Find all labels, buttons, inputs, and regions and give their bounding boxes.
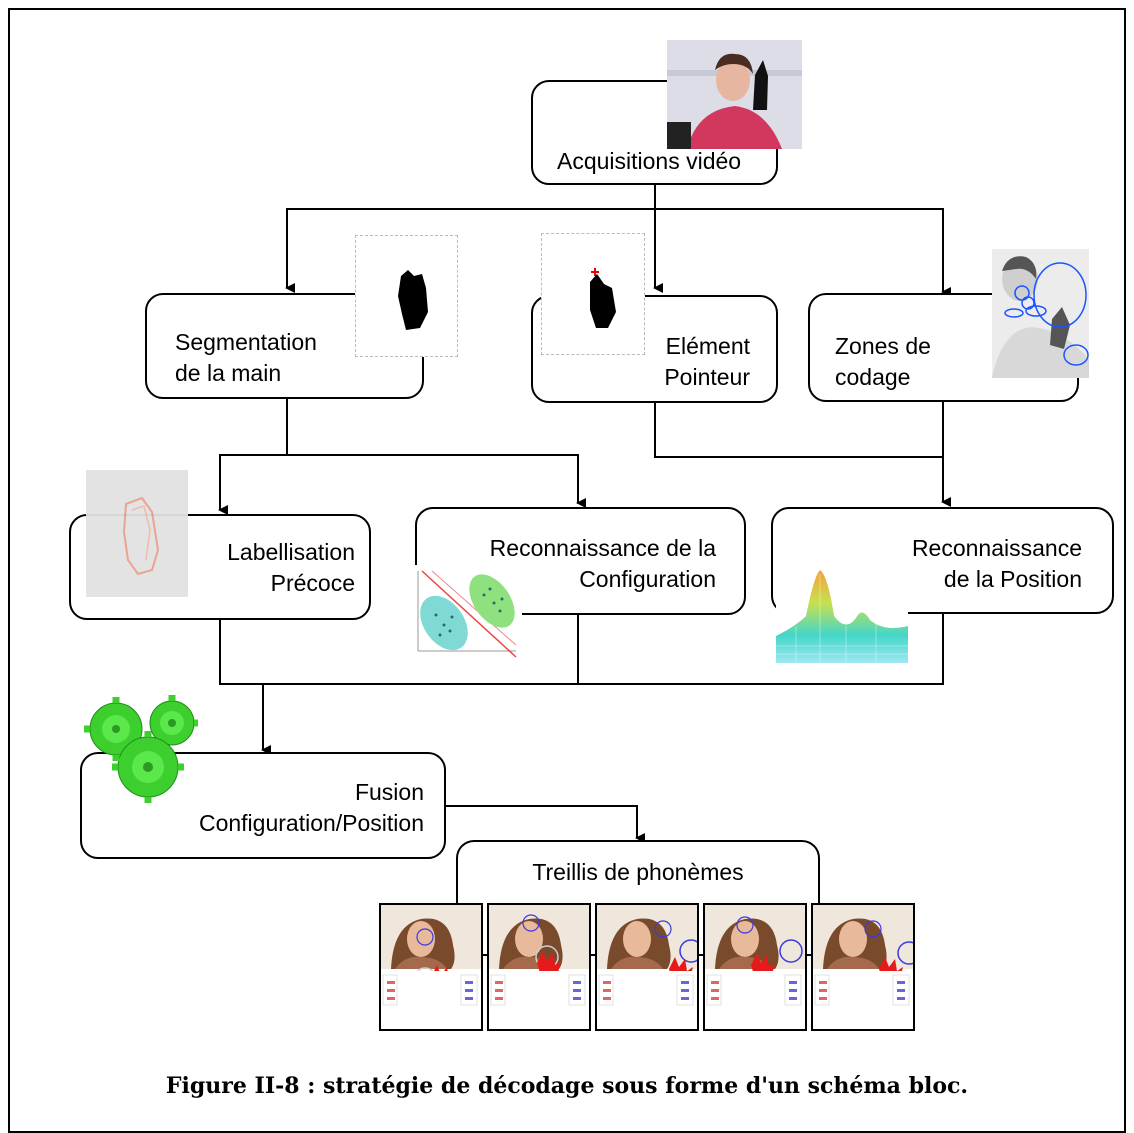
trellis-frame-3 — [595, 903, 699, 1031]
edge-labellisation-fusion — [219, 612, 944, 685]
node-pointeur-label: Elément Pointeur — [664, 333, 750, 390]
node-acquisition-label: Acquisitions vidéo — [557, 148, 742, 174]
node-segmentation-label: Segmentation de la main — [175, 329, 317, 386]
edge-fusion-treillis — [443, 805, 645, 843]
position-surface-image — [776, 566, 908, 663]
edge-acquisition-zones — [655, 208, 951, 297]
edge-segmentation-split — [218, 398, 288, 515]
video-frame-image — [667, 40, 802, 149]
node-reco-position-label: Reconnaissance de la Position — [911, 535, 1082, 592]
node-labellisation-label: Labellisation Précoce — [227, 539, 355, 596]
trellis-frame-2 — [487, 903, 591, 1031]
pointer-hand-image — [541, 233, 645, 355]
edge-pointeur-reco-position — [654, 402, 943, 458]
edge-segmentation-reco-config — [287, 454, 586, 508]
classification-scatter-image — [404, 565, 522, 662]
coding-zones-image — [992, 249, 1089, 378]
trellis-frame-4 — [703, 903, 807, 1031]
trellis-frame-5 — [811, 903, 915, 1031]
node-treillis — [456, 840, 820, 912]
node-treillis-label: Treillis de phonèmes — [532, 859, 744, 885]
early-labelling-image — [86, 470, 188, 597]
node-fusion-label: Fusion Configuration/Position — [198, 779, 424, 836]
gears-image — [78, 687, 206, 815]
hand-silhouette-image — [355, 235, 458, 357]
node-reco-config-label: Reconnaissance de la Configuration — [489, 535, 716, 592]
edge-acquisition-segmentation — [285, 183, 656, 293]
figure-caption: Figure II-8 : stratégie de décodage sous… — [165, 1073, 969, 1099]
node-zones-label: Zones de codage — [835, 333, 931, 390]
trellis-frame-1 — [379, 903, 483, 1031]
